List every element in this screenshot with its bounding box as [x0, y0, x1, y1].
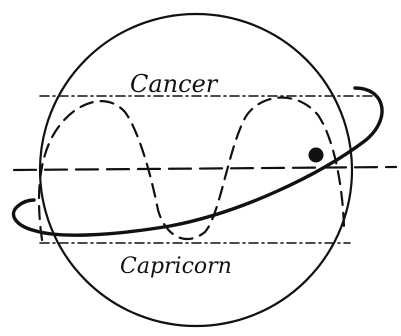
planet-dot	[309, 148, 324, 163]
label-capricorn: Capricorn	[120, 254, 232, 279]
celestial-equator-line	[14, 167, 396, 170]
ecliptic-orbit	[14, 88, 383, 235]
label-cancer: Cancer	[130, 70, 219, 98]
